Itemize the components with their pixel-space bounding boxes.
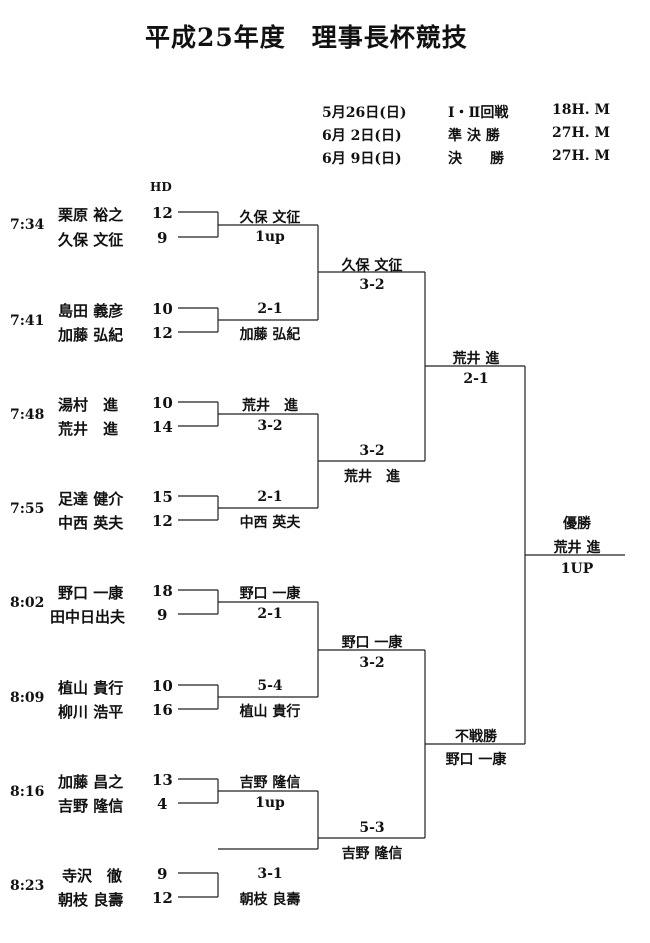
match-result: 2-1 [257,301,283,317]
tee-time: 7:34 [10,217,45,233]
match-result: 2-1 [257,606,283,622]
schedule-tee: 27H. M [552,125,610,141]
player-hd: 18 [152,582,173,600]
player-hd: 14 [152,418,173,436]
player-hd: 12 [152,889,173,907]
champion-label: 優勝 [563,516,591,532]
match-result: 1up [255,795,285,811]
match-result: 3-1 [257,866,283,882]
match-winner: 植山 貴行 [239,704,301,720]
round2-result: 3-2 [359,277,385,293]
player-hd: 9 [157,606,168,624]
player-hd: 4 [157,795,168,813]
player-name: 田中日出夫 [50,608,126,626]
player-name: 久保 文征 [58,231,124,249]
player-name: 寺沢 徹 [62,867,123,885]
match-winner: 吉野 隆信 [239,775,301,791]
player-hd: 10 [152,677,173,695]
player-name: 加藤 弘紀 [58,326,124,344]
player-name: 中西 英夫 [58,514,124,532]
champion-name: 荒井 進 [553,540,601,556]
player-hd: 9 [157,229,168,247]
player-hd: 9 [157,865,168,883]
semi-winner: 荒井 進 [452,351,500,367]
schedule-round: Ⅰ・Ⅱ回戦 [448,105,509,121]
round2-result: 5-3 [359,820,385,836]
match-winner: 朝枝 良壽 [239,892,301,908]
player-name: 島田 義彦 [58,302,124,320]
player-hd: 12 [152,512,173,530]
match-winner: 中西 英夫 [239,515,301,531]
player-hd: 10 [152,300,173,318]
match-winner: 加藤 弘紀 [239,327,301,343]
tee-time: 7:41 [10,313,45,329]
schedule-date: 6月 9日(日) [322,151,402,167]
match-result: 2-1 [257,489,283,505]
semi-winner: 野口 一康 [445,752,507,768]
match-result: 5-4 [257,678,283,694]
semi-result: 不戦勝 [455,729,497,745]
hd-header: HD [150,180,172,194]
player-name: 栗原 裕之 [58,206,124,224]
player-name: 野口 一康 [58,584,124,602]
round2-winner: 野口 一康 [341,635,403,651]
match-result: 3-2 [257,418,283,434]
semi-result: 2-1 [463,371,489,387]
schedule-date: 6月 2日(日) [322,128,402,144]
player-name: 足達 健介 [58,490,124,508]
schedule-round: 決 勝 [448,151,504,167]
tee-time: 8:02 [10,595,45,611]
player-name: 吉野 隆信 [58,797,124,815]
round2-result: 3-2 [359,443,385,459]
round2-winner: 久保 文征 [341,258,403,274]
match-winner: 荒井 進 [242,398,298,414]
player-name: 植山 貴行 [58,679,124,697]
player-name: 湯村 進 [58,396,119,414]
tee-time: 7:48 [10,407,45,423]
page-title: 平成25年度 理事長杯競技 [145,23,468,52]
player-hd: 10 [152,394,173,412]
player-name: 荒井 進 [58,420,119,438]
player-hd: 15 [152,488,173,506]
player-hd: 12 [152,204,173,222]
match-result: 1up [255,229,285,245]
schedule-date: 5月26日(日) [322,105,407,121]
final-result: 1UP [560,561,594,577]
tee-time: 8:23 [10,878,45,894]
round2-winner: 荒井 進 [344,469,400,485]
player-hd: 12 [152,324,173,342]
match-winner: 野口 一康 [239,586,301,602]
schedule-tee: 18H. M [552,102,610,118]
tee-time: 8:16 [10,784,45,800]
player-name: 加藤 昌之 [58,773,124,791]
round2-winner: 吉野 隆信 [341,846,403,862]
round2-result: 3-2 [359,655,385,671]
match-winner: 久保 文征 [239,210,301,226]
player-hd: 16 [152,701,173,719]
schedule-round: 準 決 勝 [448,128,500,144]
tee-time: 7:55 [10,501,45,517]
tee-time: 8:09 [10,690,45,706]
player-hd: 13 [152,771,173,789]
schedule-tee: 27H. M [552,148,610,164]
player-name: 朝枝 良壽 [58,891,124,909]
player-name: 柳川 浩平 [58,703,124,721]
